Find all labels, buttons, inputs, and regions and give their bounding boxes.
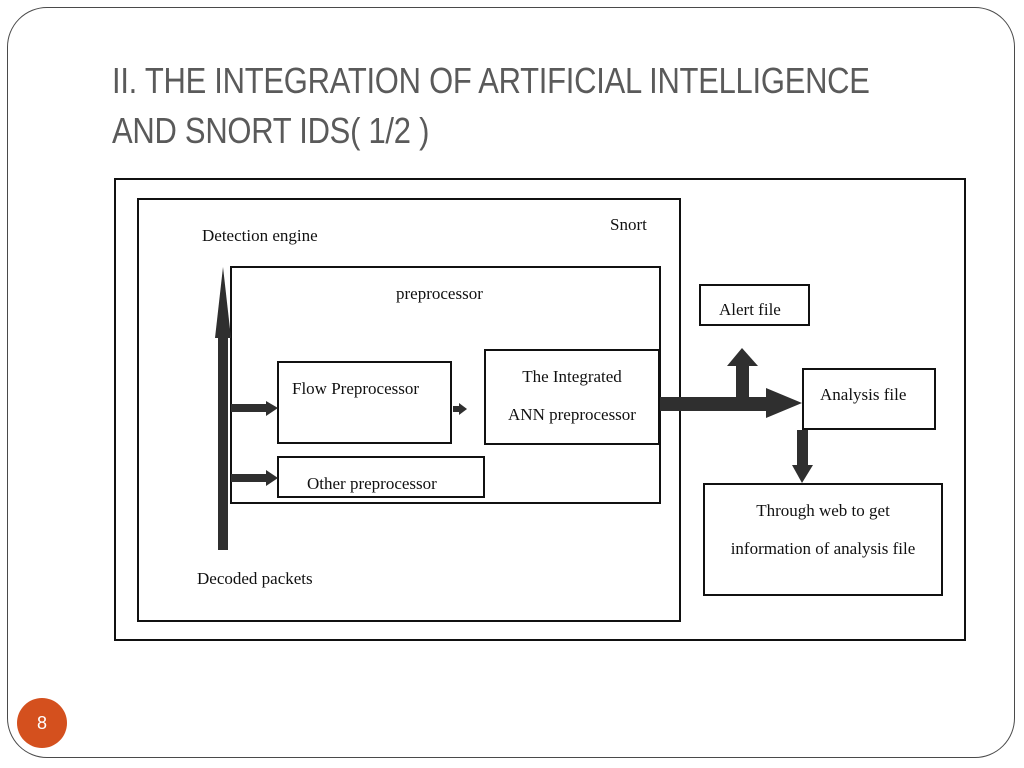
flow-preprocessor-label: Flow Preprocessor: [292, 379, 420, 398]
ann-preprocessor-label: The Integrated ANN preprocessor: [484, 358, 660, 434]
analysis-file-box: [802, 368, 936, 430]
arrow-up-to-alert-file: [727, 348, 758, 402]
ann-preprocessor-box: [484, 349, 660, 445]
other-preprocessor-box: [277, 456, 485, 498]
web-info-box: [703, 483, 943, 596]
page-number-badge: 8: [17, 698, 67, 748]
flow-preprocessor-box: [277, 361, 452, 444]
web-info-line-2: information of analysis file: [730, 539, 916, 558]
web-info-label: Through web to get information of analys…: [703, 492, 943, 568]
arrow-down-to-web-info: [792, 430, 813, 483]
slide-title-line-1: II. THE INTEGRATION OF ARTIFICIAL INTELL…: [112, 60, 870, 101]
snort-label: Snort: [610, 215, 647, 234]
other-preprocessor-label: Other preprocessor: [307, 474, 437, 493]
detection-engine-label: Detection engine: [202, 226, 318, 245]
alert-file-box: [699, 284, 810, 326]
alert-file-label: Alert file: [719, 300, 781, 319]
ann-preprocessor-line-2: ANN preprocessor: [508, 405, 636, 424]
arrow-to-other-preprocessor: [231, 470, 278, 486]
ann-preprocessor-line-1: The Integrated: [522, 367, 622, 386]
slide-title-line-2: AND SNORT IDS( 1/2 ): [112, 110, 430, 151]
web-info-line-1: Through web to get: [756, 501, 890, 520]
decoded-packets-label: Decoded packets: [197, 569, 313, 588]
figure-border: [114, 178, 966, 641]
preprocessor-box: [230, 266, 661, 504]
slide-title: II. THE INTEGRATION OF ARTIFICIAL INTELL…: [112, 56, 870, 156]
slide-frame: [7, 7, 1015, 758]
analysis-file-label: Analysis file: [820, 385, 907, 404]
arrow-flow-to-ann: [453, 403, 467, 415]
preprocessor-label: preprocessor: [396, 284, 483, 303]
arrow-up-to-detection-engine: [215, 267, 231, 550]
arrow-ann-to-analysis-file: [660, 388, 802, 418]
arrow-to-flow-preprocessor: [231, 401, 278, 416]
